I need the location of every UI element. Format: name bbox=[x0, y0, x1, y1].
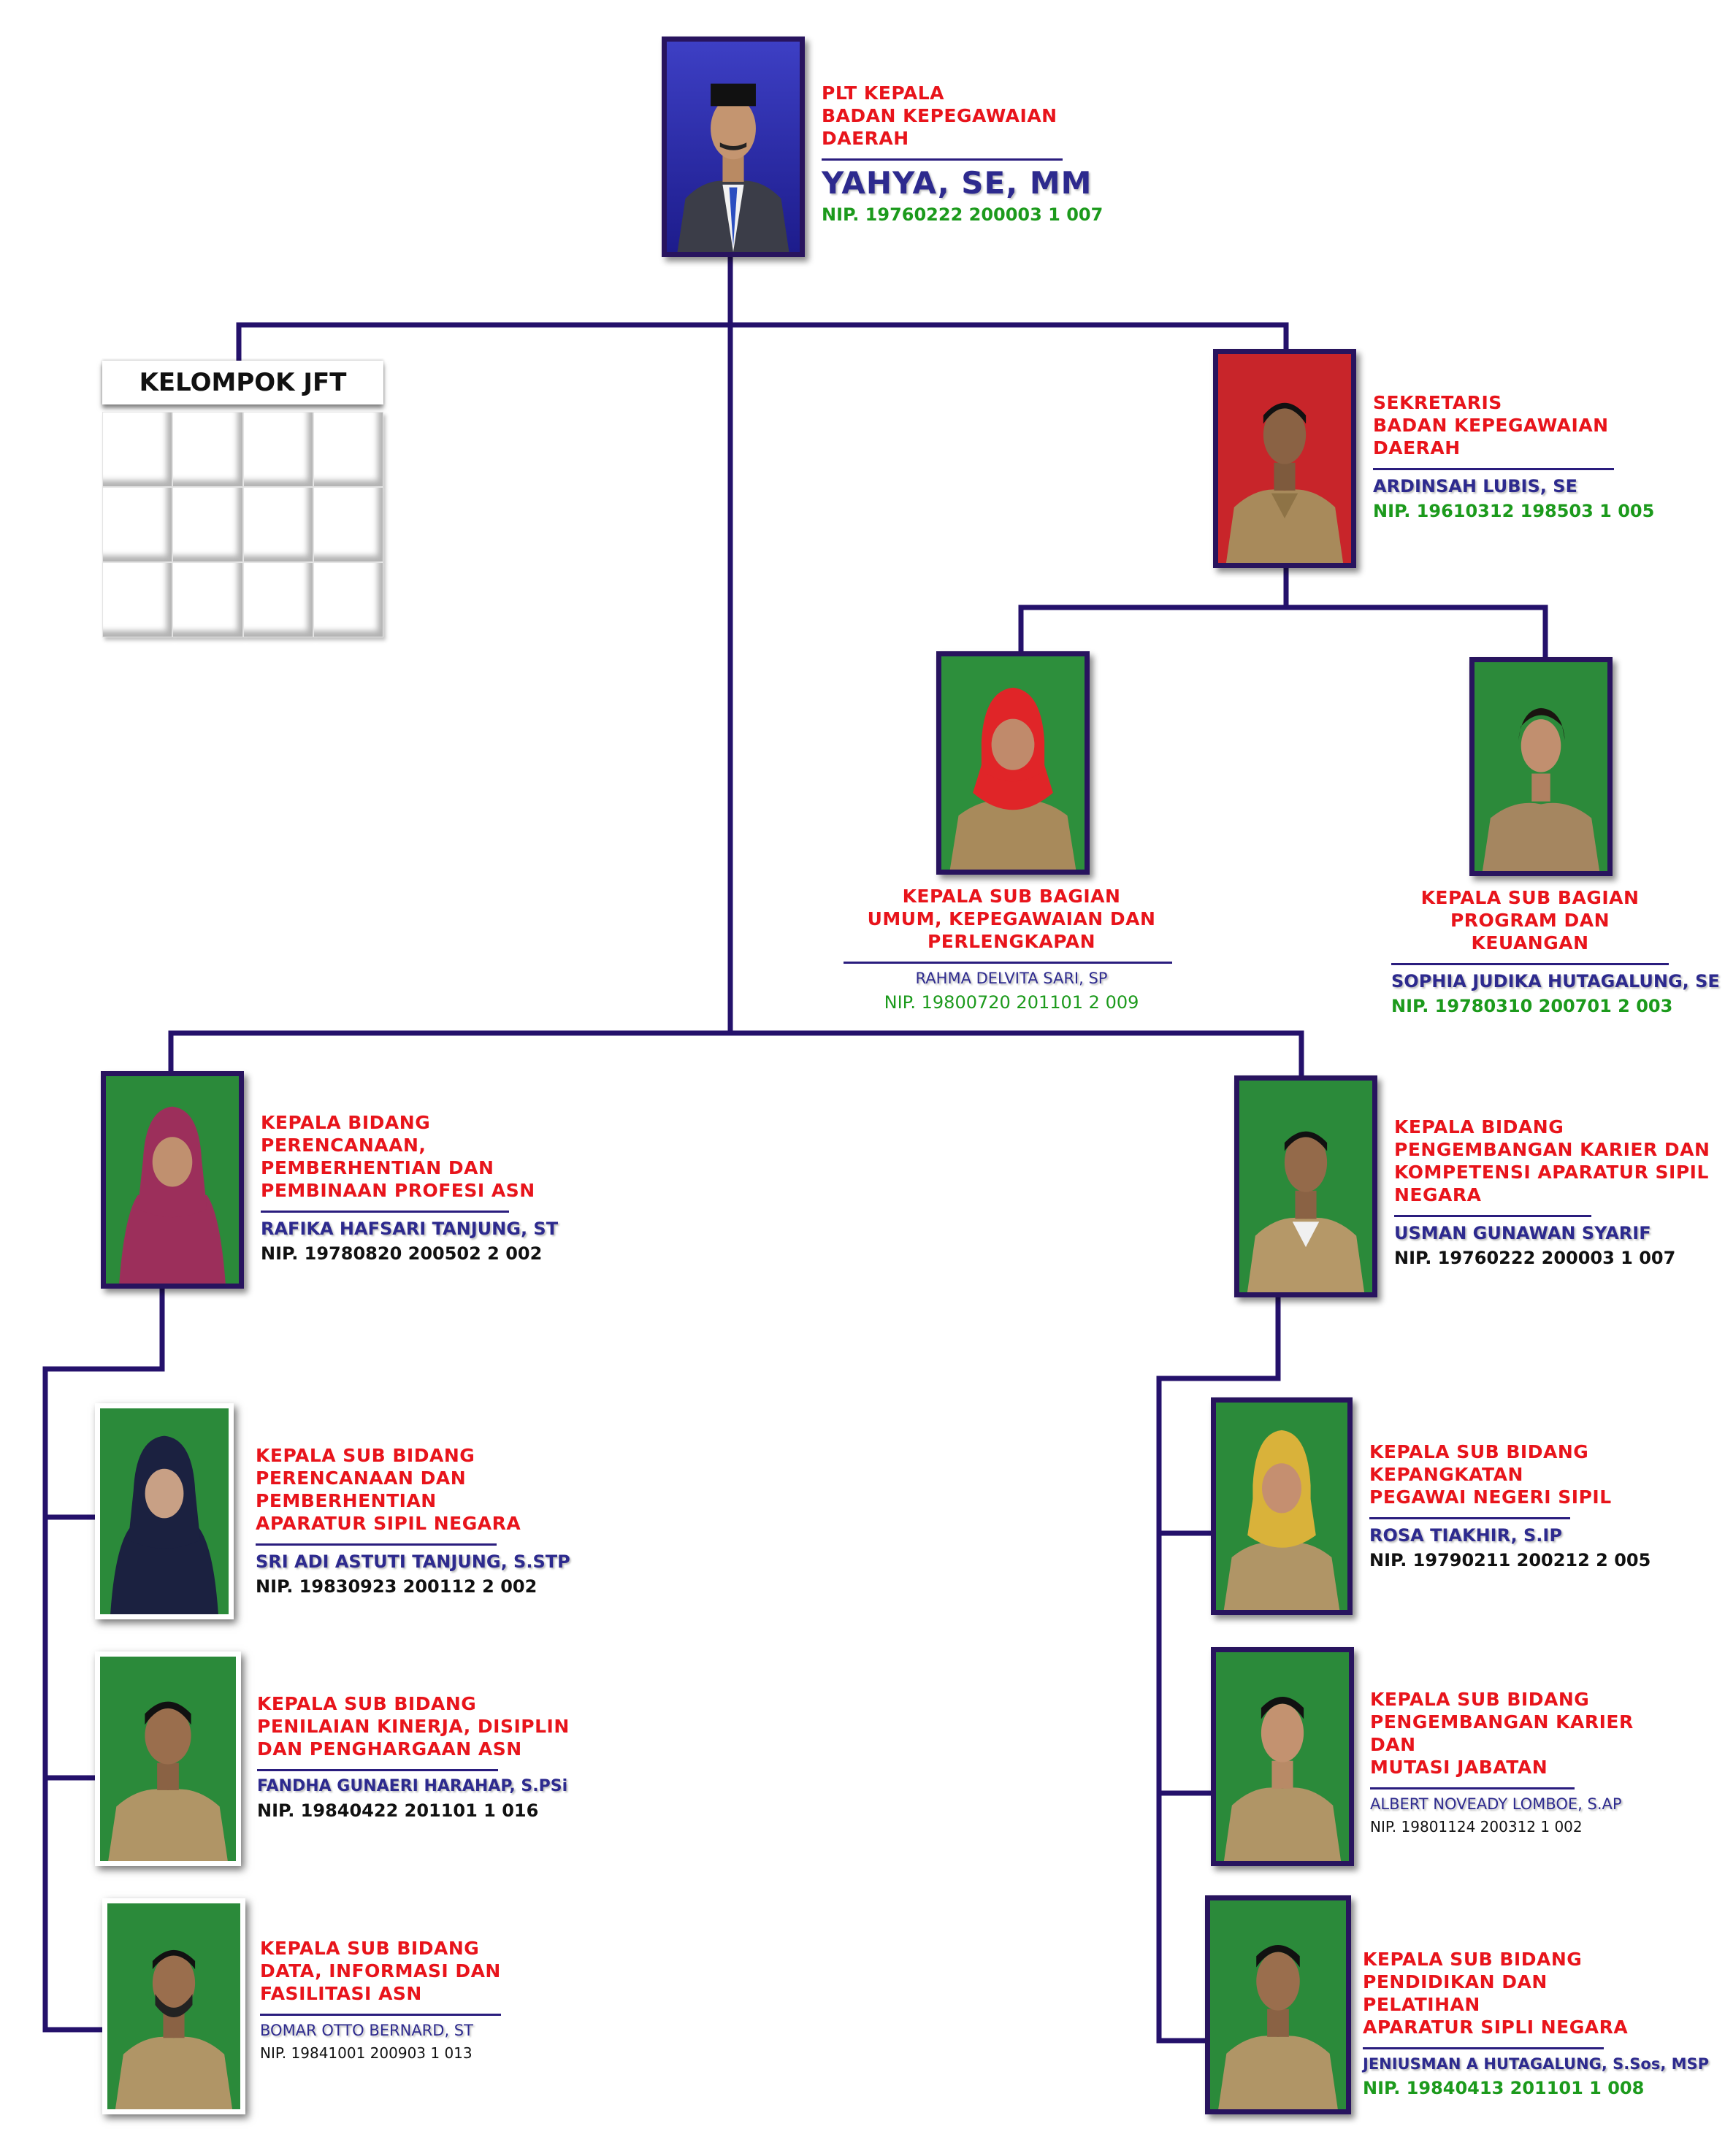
divider bbox=[1394, 1215, 1591, 1217]
subbag-umum-title: KEPALA SUB BAGIAN UMUM, KEPEGAWAIAN DAN … bbox=[867, 886, 1156, 952]
bidang-perencanaan-name: RAFIKA HAFSARI TANJUNG, ST bbox=[261, 1219, 559, 1239]
subbid-right-1-portrait bbox=[1211, 1397, 1353, 1615]
subbid-right-3-portrait bbox=[1205, 1895, 1351, 2114]
subbid-right-2-info: KEPALA SUB BIDANG PENGEMBANGAN KARIER DA… bbox=[1370, 1688, 1662, 1834]
subbid-right-2-title: KEPALA SUB BIDANG PENGEMBANGAN KARIER DA… bbox=[1370, 1689, 1634, 1778]
subbid-left-1-nip: NIP. 19830923 200112 2 002 bbox=[256, 1576, 538, 1597]
bidang-perencanaan-portrait bbox=[101, 1071, 244, 1289]
jft-cell bbox=[172, 412, 243, 487]
portrait-icon bbox=[941, 656, 1085, 870]
portrait-icon bbox=[1216, 1403, 1347, 1610]
subbag-program-portrait bbox=[1469, 657, 1613, 876]
divider bbox=[257, 1769, 498, 1771]
portrait-icon bbox=[1210, 1900, 1346, 2109]
divider bbox=[822, 158, 1063, 161]
subbag-umum-nip: NIP. 19800720 201101 2 009 bbox=[884, 992, 1139, 1013]
kelompok-jft-box: KELOMPOK JFT bbox=[102, 361, 383, 637]
subbid-right-3-title: KEPALA SUB BIDANG PENDIDIKAN DAN PELATIH… bbox=[1363, 1949, 1629, 2038]
subbid-left-1-info: KEPALA SUB BIDANG PERENCANAAN DAN PEMBER… bbox=[256, 1444, 577, 1595]
divider bbox=[261, 1211, 509, 1213]
subbid-right-1-name: ROSA TIAKHIR, S.IP bbox=[1369, 1525, 1562, 1546]
portrait-icon bbox=[1475, 662, 1607, 871]
sekretaris-title: SEKRETARIS BADAN KEPEGAWAIAN DAERAH bbox=[1373, 392, 1609, 459]
bidang-pengembangan-portrait bbox=[1234, 1075, 1377, 1297]
subbid-left-3-title: KEPALA SUB BIDANG DATA, INFORMASI DAN FA… bbox=[260, 1938, 501, 2004]
jft-cell bbox=[242, 562, 313, 637]
head-nip: NIP. 19760222 200003 1 007 bbox=[822, 204, 1104, 225]
jft-cell bbox=[172, 562, 243, 637]
subbid-left-1-portrait bbox=[95, 1403, 234, 1619]
subbid-right-3-name: JENIUSMAN A HUTAGALUNG, S.Sos, MSP bbox=[1363, 2055, 1710, 2073]
bidang-pengembangan-nip: NIP. 19760222 200003 1 007 bbox=[1394, 1248, 1676, 1268]
divider bbox=[1391, 963, 1669, 965]
divider bbox=[1369, 1517, 1570, 1519]
jft-cell bbox=[172, 487, 243, 562]
jft-cell bbox=[313, 412, 383, 487]
subbag-umum-name: RAHMA DELVITA SARI, SP bbox=[915, 970, 1108, 987]
subbid-left-3-info: KEPALA SUB BIDANG DATA, INFORMASI DAN FA… bbox=[260, 1937, 567, 2060]
portrait-icon bbox=[107, 1903, 240, 2109]
subbag-program-title: KEPALA SUB BAGIAN PROGRAM DAN KEUANGAN bbox=[1420, 887, 1640, 954]
subbid-left-3-nip: NIP. 19841001 200903 1 013 bbox=[260, 2044, 473, 2062]
sekretaris-name: ARDINSAH LUBIS, SE bbox=[1373, 476, 1577, 496]
jft-cell bbox=[242, 487, 313, 562]
subbag-program-nip: NIP. 19780310 200701 2 003 bbox=[1391, 996, 1673, 1016]
subbid-right-2-name: ALBERT NOVEADY LOMBOE, S.AP bbox=[1370, 1795, 1622, 1813]
subbag-umum-info: KEPALA SUB BAGIAN UMUM, KEPEGAWAIAN DAN … bbox=[836, 885, 1187, 1011]
divider bbox=[1373, 468, 1614, 470]
bidang-pengembangan-name: USMAN GUNAWAN SYARIF bbox=[1394, 1223, 1651, 1243]
sekretaris-nip: NIP. 19610312 198503 1 005 bbox=[1373, 501, 1655, 521]
divider bbox=[1370, 1787, 1575, 1789]
head-title: PLT KEPALA BADAN KEPEGAWAIAN DAERAH bbox=[822, 83, 1057, 149]
subbag-umum-portrait bbox=[936, 651, 1090, 875]
portrait-icon bbox=[1216, 1652, 1349, 1861]
portrait-icon bbox=[1218, 354, 1351, 563]
divider bbox=[1363, 2047, 1604, 2049]
subbid-right-1-title: KEPALA SUB BIDANG KEPANGKATAN PEGAWAI NE… bbox=[1369, 1441, 1612, 1508]
jft-cell bbox=[102, 487, 173, 562]
subbid-left-1-title: KEPALA SUB BIDANG PERENCANAAN DAN PEMBER… bbox=[256, 1445, 521, 1534]
subbid-left-2-portrait bbox=[95, 1651, 241, 1866]
bidang-pengembangan-title: KEPALA BIDANG PENGEMBANGAN KARIER DAN KO… bbox=[1394, 1116, 1710, 1205]
bidang-perencanaan-title: KEPALA BIDANG PERENCANAAN, PEMBERHENTIAN… bbox=[261, 1112, 535, 1201]
head-info: PLT KEPALA BADAN KEPEGAWAIAN DAERAH YAHY… bbox=[822, 82, 1104, 225]
subbid-right-1-info: KEPALA SUB BIDANG KEPANGKATAN PEGAWAI NE… bbox=[1369, 1440, 1651, 1570]
kelompok-jft-grid bbox=[102, 412, 383, 637]
subbid-left-3-portrait bbox=[102, 1898, 245, 2114]
head-name: YAHYA, SE, MM bbox=[822, 165, 1093, 201]
subbid-left-2-info: KEPALA SUB BIDANG PENILAIAN KINERJA, DIS… bbox=[257, 1692, 578, 1819]
subbid-left-1-name: SRI ADI ASTUTI TANJUNG, S.STP bbox=[256, 1551, 570, 1572]
jft-cell bbox=[102, 562, 173, 637]
subbid-right-3-nip: NIP. 19840413 201101 1 008 bbox=[1363, 2078, 1645, 2098]
subbag-program-info: KEPALA SUB BAGIAN PROGRAM DAN KEUANGAN S… bbox=[1391, 886, 1720, 1016]
jft-cell bbox=[313, 487, 383, 562]
portrait-icon bbox=[100, 1657, 236, 1861]
sekretaris-info: SEKRETARIS BADAN KEPEGAWAIAN DAERAH ARDI… bbox=[1373, 391, 1655, 521]
portrait-icon bbox=[1239, 1081, 1372, 1292]
jft-cell bbox=[242, 412, 313, 487]
portrait-icon bbox=[100, 1408, 229, 1614]
subbid-left-2-nip: NIP. 19840422 201101 1 016 bbox=[257, 1800, 539, 1821]
portrait-icon bbox=[106, 1076, 239, 1284]
jft-cell bbox=[313, 562, 383, 637]
subbid-left-2-name: FANDHA GUNAERI HARAHAP, S.PSi bbox=[257, 1777, 568, 1795]
divider bbox=[260, 2014, 501, 2016]
jft-cell bbox=[102, 412, 173, 487]
sekretaris-portrait bbox=[1213, 349, 1356, 568]
subbag-program-name: SOPHIA JUDIKA HUTAGALUNG, SE bbox=[1391, 971, 1720, 991]
bidang-pengembangan-info: KEPALA BIDANG PENGEMBANGAN KARIER DAN KO… bbox=[1394, 1116, 1716, 1267]
subbid-left-2-title: KEPALA SUB BIDANG PENILAIAN KINERJA, DIS… bbox=[257, 1693, 570, 1760]
subbid-left-3-name: BOMAR OTTO BERNARD, ST bbox=[260, 2022, 473, 2039]
divider bbox=[844, 962, 1172, 964]
bidang-perencanaan-info: KEPALA BIDANG PERENCANAAN, PEMBERHENTIAN… bbox=[261, 1111, 582, 1262]
subbid-right-2-portrait bbox=[1211, 1647, 1354, 1866]
bidang-perencanaan-nip: NIP. 19780820 200502 2 002 bbox=[261, 1243, 543, 1264]
portrait-icon bbox=[667, 42, 800, 252]
head-portrait bbox=[662, 37, 805, 257]
subbid-right-2-nip: NIP. 19801124 200312 1 002 bbox=[1370, 1818, 1583, 1835]
divider bbox=[256, 1543, 497, 1546]
subbid-right-1-nip: NIP. 19790211 200212 2 005 bbox=[1369, 1550, 1651, 1570]
subbid-right-3-info: KEPALA SUB BIDANG PENDIDIKAN DAN PELATIH… bbox=[1363, 1948, 1710, 2098]
kelompok-jft-label: KELOMPOK JFT bbox=[102, 361, 383, 404]
